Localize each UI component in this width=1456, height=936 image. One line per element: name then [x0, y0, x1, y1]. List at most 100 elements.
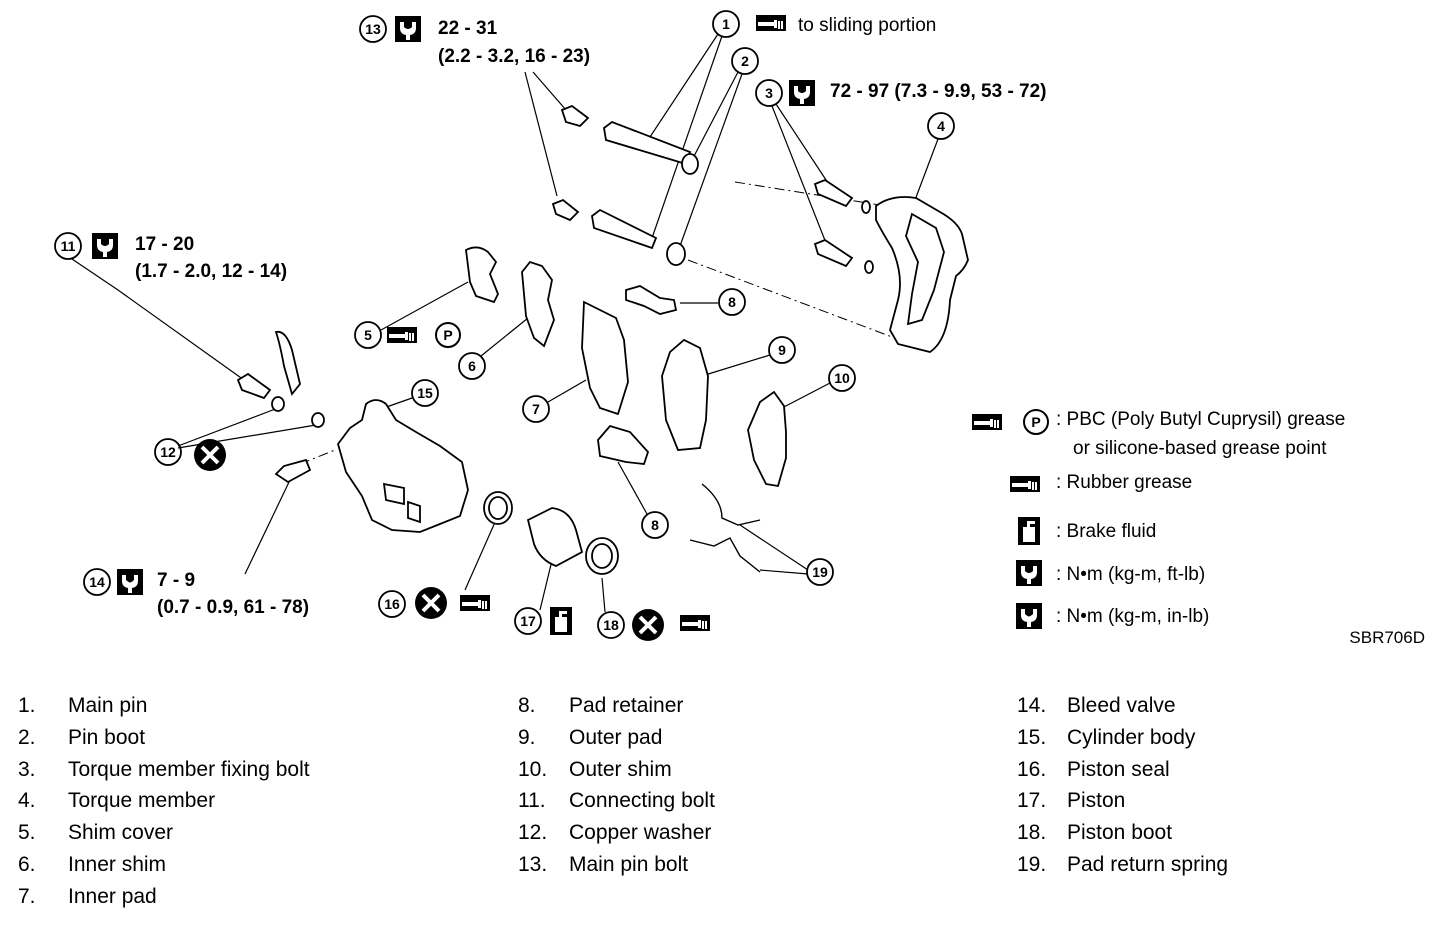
piston: [526, 507, 584, 567]
part-number: 14.: [1017, 694, 1047, 717]
callout-14-torque: 7 - 9: [157, 570, 195, 591]
part-name: Piston seal: [1067, 757, 1170, 781]
part-name: Torque member: [68, 789, 216, 813]
callout-3-torque: 72 - 97 (7.3 - 9.9, 53 - 72): [830, 81, 1047, 102]
callout-2-number: 2: [741, 53, 749, 69]
callout-3-circle: [755, 79, 783, 107]
torque-bolt-lower: [813, 238, 854, 268]
parts-drawings: [236, 104, 969, 575]
pad-retainer-top: [625, 285, 678, 315]
callout-16-circle: [378, 590, 406, 618]
replace-icon-16: [413, 585, 449, 621]
callout-18-number: 18: [603, 617, 619, 633]
torque-icon-11: [92, 233, 118, 259]
inner-pad: [581, 300, 629, 416]
list-item: 15.Cylinder body: [1017, 726, 1228, 758]
part-number: 6.: [18, 852, 36, 876]
legend-grease-icon: [972, 414, 1002, 430]
list-item: 19.Pad return spring: [1017, 853, 1228, 885]
callout-8a-number: 8: [728, 294, 736, 310]
callout-8b-circle: [641, 511, 669, 539]
callout-13-number: 13: [365, 21, 381, 37]
grease-icon-5: [387, 327, 417, 343]
piston-boot: [585, 537, 619, 575]
p-grease-icon-5: [435, 322, 461, 348]
shim-cover: [521, 260, 555, 348]
torque-icon-3: [789, 80, 815, 106]
callout-3-number: 3: [765, 85, 773, 101]
callout-14-torque-units: (0.7 - 0.9, 61 - 78): [157, 597, 309, 618]
legend: P : PBC (Poly Butyl Cuprysil) grease or …: [972, 409, 1425, 647]
brake-hose: [274, 330, 301, 396]
torque-in-icon-14: [117, 569, 143, 595]
callout-16-number: 16: [384, 596, 400, 612]
callout-13-torque-units: (2.2 - 3.2, 16 - 23): [438, 46, 590, 67]
part-name: Copper washer: [569, 821, 712, 845]
part-number: 7.: [18, 884, 36, 908]
cylinder-body-detail: [382, 482, 421, 524]
list-item: 1.Main pin: [18, 694, 310, 726]
piston-boot-inner: [591, 543, 613, 569]
list-item: 3.Torque member fixing bolt: [18, 758, 310, 790]
callout-1-circle: [712, 10, 740, 38]
list-item: 2. Pin boot: [18, 726, 310, 758]
list-item: 13. Main pin bolt: [518, 853, 715, 885]
part-name: Piston boot: [1067, 821, 1173, 845]
callout-4-number: 4: [937, 118, 945, 134]
callout-14-number: 14: [89, 574, 105, 590]
part-name: Pad retainer: [569, 694, 684, 717]
part-name: Connecting bolt: [569, 789, 715, 813]
list-item: 4. Torque member: [18, 789, 310, 821]
list-item: 18. Piston boot: [1017, 821, 1228, 853]
pin-boot-lower: [666, 242, 686, 266]
bleed-valve: [274, 458, 312, 484]
legend-torque-icon: [1016, 560, 1042, 586]
cylinder-body: [337, 399, 469, 533]
callout-7-number: 7: [532, 401, 540, 417]
part-number: 2.: [18, 725, 36, 749]
grease-icon-1: [756, 15, 786, 31]
part-name: Outer shim: [569, 757, 672, 781]
callout-1-number: 1: [722, 16, 730, 32]
callout-1-text: to sliding portion: [798, 15, 936, 36]
part-number: 5.: [18, 821, 36, 845]
legend-torque-in-icon: [1016, 603, 1042, 629]
replace-icon-12: [192, 437, 228, 473]
callout-11-torque-units: (1.7 - 2.0, 12 - 14): [135, 261, 287, 282]
callout-15-number: 15: [417, 385, 433, 401]
legend-pbc-line1: : PBC (Poly Butyl Cuprysil) grease: [1056, 409, 1345, 430]
callout-13-torque: 22 - 31: [438, 18, 498, 39]
legend-rubber: : Rubber grease: [1056, 472, 1192, 493]
fluid-icon-17: [550, 607, 572, 635]
list-item: 12.Copper washer: [518, 821, 715, 853]
callout-5-number: 5: [364, 327, 372, 343]
torque-washer-upper: [861, 200, 871, 214]
part-name: Main pin bolt: [569, 852, 689, 876]
part-number: 4.: [18, 789, 36, 813]
callout-14-circle: [83, 568, 111, 596]
pin-boot-upper: [681, 153, 699, 175]
piston-seal-inner: [488, 496, 508, 520]
callout-11-number: 11: [61, 238, 76, 254]
part-number: 19.: [1017, 852, 1047, 876]
main-pin-lower: [591, 208, 658, 250]
part-number: 13.: [518, 852, 548, 876]
part-name: Pin boot: [68, 725, 146, 749]
callout-11-torque: 17 - 20: [135, 234, 194, 255]
part-number: 18.: [1017, 821, 1047, 845]
callout-5-circle: [354, 321, 382, 349]
legend-p-grease-letter: P: [1031, 414, 1040, 430]
callout-12-number: 12: [160, 444, 176, 460]
callout-10-circle: [828, 364, 856, 392]
legend-nm-ftlb: : N•m (kg-m, ft-lb): [1056, 564, 1205, 585]
part-name: Cylinder body: [1067, 725, 1196, 749]
callout-9-number: 9: [778, 342, 786, 358]
torque-washer-lower: [864, 260, 874, 274]
callout-17-circle: [514, 607, 542, 635]
callout-12-circle: [154, 438, 182, 466]
outer-pad: [661, 338, 709, 451]
legend-brake-fluid-icon: [1018, 517, 1040, 545]
part-number: 11.: [518, 789, 546, 813]
part-name: Inner pad: [68, 884, 157, 908]
